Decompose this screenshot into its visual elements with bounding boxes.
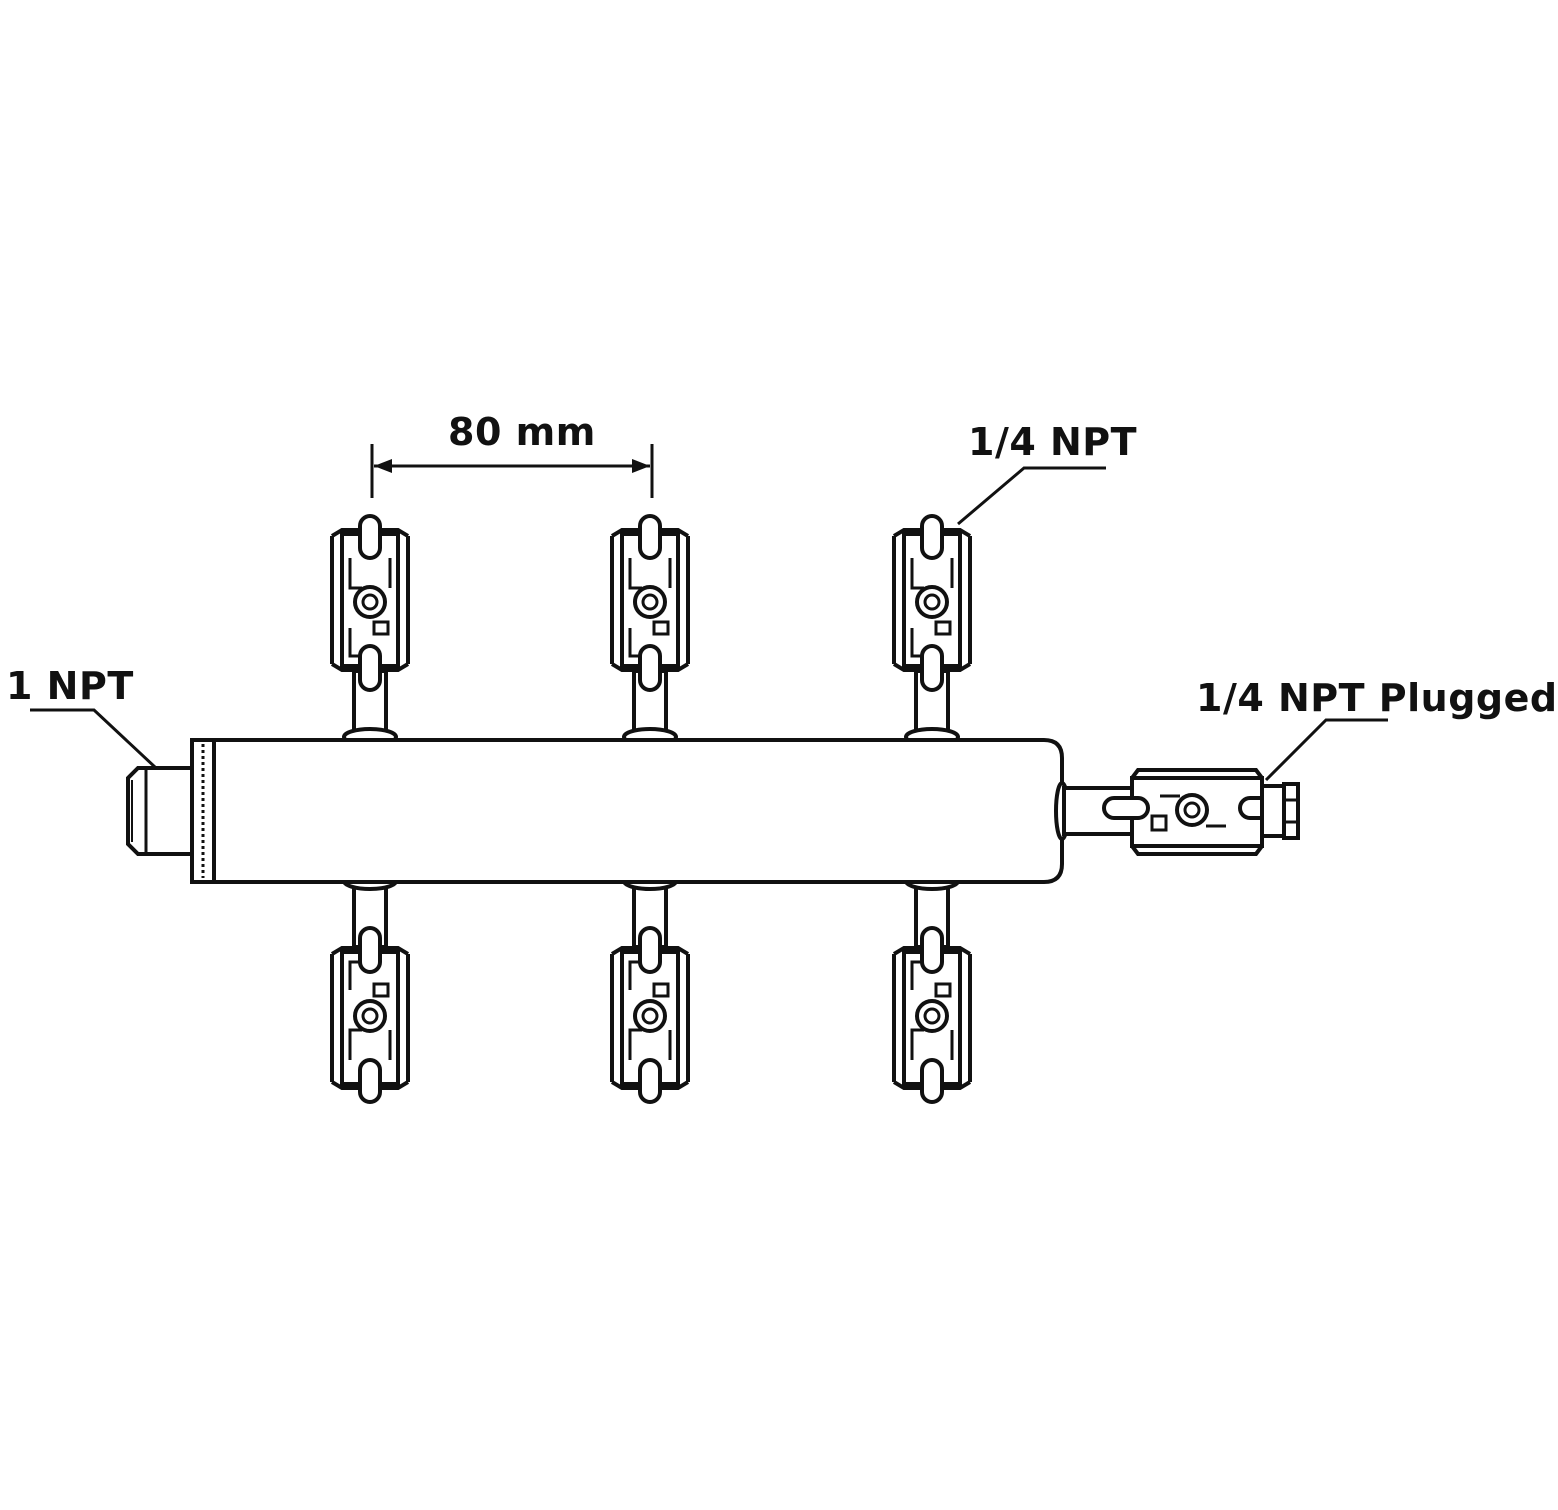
inlet-label: 1 NPT bbox=[6, 664, 134, 708]
manifold-diagram bbox=[0, 0, 1510, 1104]
top-valve-3 bbox=[892, 514, 972, 747]
manifold-body bbox=[192, 740, 1062, 882]
bottom-valve-2 bbox=[610, 871, 690, 1104]
plugged-outlet-label: 1/4 NPT Plugged bbox=[1196, 676, 1558, 720]
top-valve-2 bbox=[610, 514, 690, 747]
outlet-label: 1/4 NPT bbox=[968, 420, 1138, 464]
inlet-fitting bbox=[128, 768, 192, 854]
bottom-valve-3 bbox=[892, 871, 972, 1104]
bottom-valve-group bbox=[330, 871, 972, 1104]
top-valve-group bbox=[330, 514, 972, 747]
bottom-valve-1 bbox=[330, 871, 410, 1104]
spacing-dimension-label: 80 mm bbox=[448, 410, 596, 454]
leader-lines bbox=[30, 468, 1388, 780]
top-valve-1 bbox=[330, 514, 410, 747]
dimension-80mm bbox=[372, 444, 652, 498]
end-valve bbox=[1056, 770, 1298, 854]
